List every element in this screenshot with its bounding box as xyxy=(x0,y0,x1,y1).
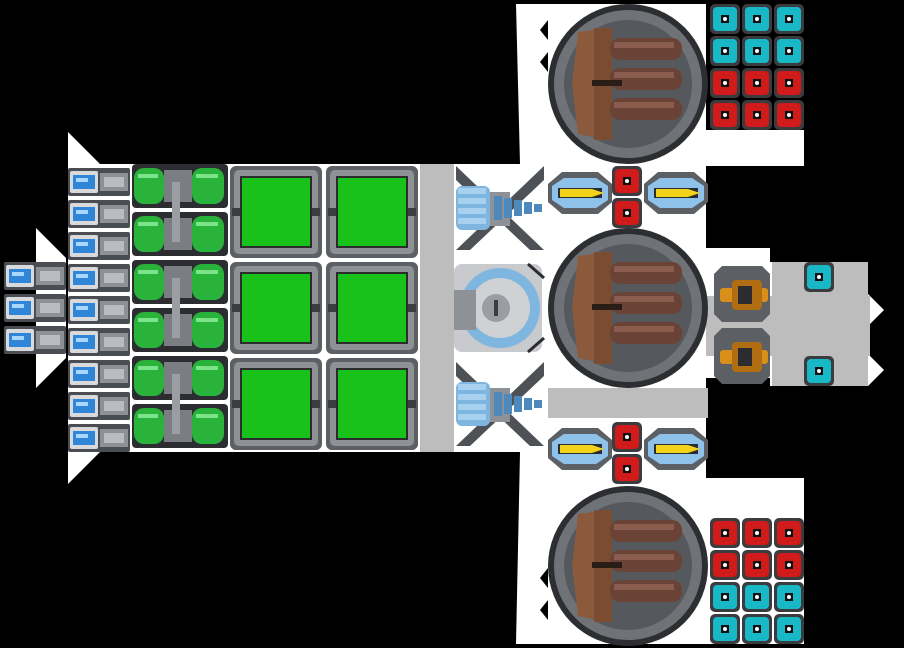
hull-top-sawtooth xyxy=(516,4,548,164)
thruster-icon xyxy=(4,262,66,290)
armor-icon xyxy=(742,68,772,98)
tank-icon xyxy=(132,164,228,256)
thruster-icon xyxy=(68,232,130,260)
armor-icon xyxy=(710,518,740,548)
engine-icon xyxy=(456,166,544,250)
armor-icon xyxy=(742,550,772,580)
armor-icon xyxy=(612,454,642,484)
armor-icon xyxy=(710,100,740,130)
thruster-icon xyxy=(68,200,130,228)
armor-icon xyxy=(742,518,772,548)
panel-icon xyxy=(230,358,322,450)
shield-icon xyxy=(710,614,740,644)
gun-icon xyxy=(714,328,770,384)
armor-icon xyxy=(612,166,642,196)
thruster-icon xyxy=(68,424,130,452)
floor-corridor-horizontal xyxy=(548,388,708,418)
turrets xyxy=(548,4,708,646)
armor-icon xyxy=(774,68,804,98)
armor-icon xyxy=(612,422,642,452)
storage-panels xyxy=(230,166,418,450)
turret-icon xyxy=(548,228,708,388)
cannon-icon xyxy=(644,428,708,470)
command-core xyxy=(454,262,545,354)
armor-blocks xyxy=(612,4,834,644)
shield-icon xyxy=(742,582,772,612)
gun-icon xyxy=(714,266,770,322)
thruster-icon xyxy=(4,294,66,322)
panel-icon xyxy=(326,262,418,354)
panel-icon xyxy=(230,262,322,354)
panel-icon xyxy=(230,166,322,258)
cannon-icon xyxy=(548,172,612,214)
shield-icon xyxy=(804,262,834,292)
thruster-icon xyxy=(4,326,66,354)
thruster-icon xyxy=(68,328,130,356)
armor-icon xyxy=(710,550,740,580)
armor-icon xyxy=(742,100,772,130)
tank-icon xyxy=(132,356,228,448)
thruster-icon xyxy=(68,360,130,388)
shield-icon xyxy=(710,582,740,612)
armor-icon xyxy=(612,198,642,228)
shield-icon xyxy=(774,582,804,612)
shield-icon xyxy=(774,4,804,34)
cannon-icon xyxy=(644,172,708,214)
shield-icon xyxy=(742,4,772,34)
core-icon xyxy=(454,262,545,354)
hull-bottom-sawtooth xyxy=(516,452,548,644)
shield-icon xyxy=(774,614,804,644)
hull-spike xyxy=(534,400,548,432)
shield-icon xyxy=(804,356,834,386)
turret-icon xyxy=(548,4,708,164)
orange-guns xyxy=(714,266,770,384)
tank-icon xyxy=(132,260,228,352)
thruster-icon xyxy=(68,392,130,420)
shield-icon xyxy=(742,614,772,644)
shield-icon xyxy=(774,36,804,66)
cannon-icon xyxy=(548,428,612,470)
armor-icon xyxy=(774,550,804,580)
shield-icon xyxy=(710,4,740,34)
panel-icon xyxy=(326,358,418,450)
armor-icon xyxy=(774,100,804,130)
armor-icon xyxy=(774,518,804,548)
thruster-icon xyxy=(68,168,130,196)
thrusters xyxy=(4,168,130,452)
hull-spike xyxy=(534,170,548,202)
yellow-cannons xyxy=(548,172,708,470)
shield-icon xyxy=(742,36,772,66)
fuel-tanks xyxy=(132,164,228,448)
thruster-icon xyxy=(68,296,130,324)
hull-top-right xyxy=(706,130,804,166)
armor-icon xyxy=(710,68,740,98)
panel-icon xyxy=(326,166,418,258)
turret-icon xyxy=(548,486,708,646)
thruster-icon xyxy=(68,264,130,292)
shield-icon xyxy=(710,36,740,66)
floor-corridor-vertical xyxy=(420,164,454,452)
spiked-engines xyxy=(456,166,544,446)
hull-spike xyxy=(534,216,548,248)
engine-icon xyxy=(456,362,544,446)
